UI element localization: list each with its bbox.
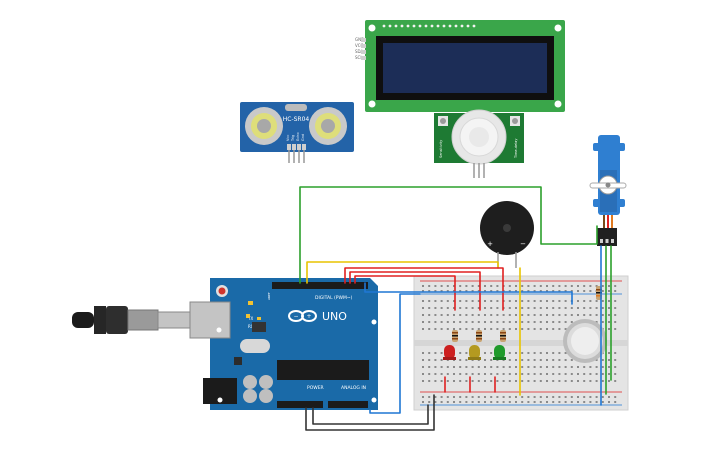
wire-black-gnd-1	[305, 394, 435, 431]
led-red[interactable]	[443, 345, 456, 360]
arduino-uno[interactable]: DIGITAL (PWM~) AREF TX RX − + UNO POWER …	[189, 278, 378, 410]
led-yellow[interactable]	[468, 345, 481, 360]
led-green[interactable]	[493, 345, 506, 360]
wire-blue-2	[369, 293, 421, 414]
svg-text:+: +	[306, 313, 311, 320]
pir-sensor[interactable]: Sensitivity Time-delay	[434, 109, 524, 178]
pir-left-label: Sensitivity	[439, 140, 443, 158]
wires	[299, 186, 612, 431]
gas-sensor[interactable]	[563, 319, 607, 363]
resistor-red-led	[452, 330, 458, 342]
arduino-logo: − +	[288, 310, 317, 322]
lcd-pin-scl: SCL	[355, 55, 363, 60]
wire-blue-1	[364, 282, 573, 305]
arduino-rx-label: RX	[248, 324, 254, 329]
ultrasonic-sensor[interactable]: HC-SR04 Vcc Trig Echo Gnd	[240, 102, 354, 163]
wire-red-led-3	[354, 275, 456, 311]
lcd-pin-gnd: GND	[355, 37, 364, 42]
resistor-green-led	[500, 330, 506, 342]
wire-green-servo-signal	[299, 186, 598, 284]
pir-right-label: Time-delay	[514, 139, 518, 159]
arduino-uno-logo: UNO	[322, 310, 347, 323]
lcd-display[interactable]: GND VCC SDA SCL	[355, 20, 565, 112]
ultrasonic-pin-vcc: Vcc	[286, 135, 290, 141]
wire-red-led-1	[344, 267, 504, 311]
arduino-analog-label: ANALOG IN	[341, 385, 366, 391]
arduino-tx-label: TX	[247, 316, 253, 321]
arduino-power-label: POWER	[307, 385, 324, 391]
servo-motor[interactable]	[589, 135, 627, 246]
wire-yellow-buzzer	[306, 261, 499, 284]
ultrasonic-label: HC-SR04	[283, 116, 310, 123]
piezo-buzzer[interactable]: + −	[480, 201, 534, 268]
usb-cable[interactable]	[72, 306, 191, 334]
wire-black-gnd-2	[312, 404, 429, 425]
arduino-digital-label: DIGITAL (PWM~)	[315, 295, 353, 301]
resistor-yellow-led	[476, 330, 482, 342]
ultrasonic-pin-gnd: Gnd	[301, 134, 305, 141]
wire-red-led-2	[349, 271, 481, 311]
svg-text:−: −	[293, 313, 298, 320]
buzzer-minus: −	[520, 240, 526, 248]
buzzer-plus: +	[487, 240, 493, 248]
lcd-pin-vcc: VCC	[355, 43, 364, 48]
ultrasonic-pin-echo: Echo	[296, 133, 300, 142]
arduino-aref-label: AREF	[267, 292, 271, 300]
ultrasonic-pin-trig: Trig	[291, 135, 295, 142]
lcd-pin-sda: SDA	[355, 49, 364, 54]
